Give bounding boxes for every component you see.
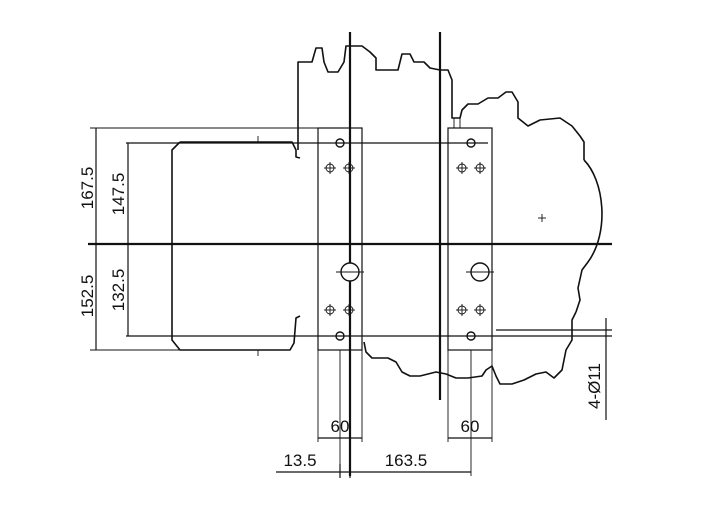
dim-right-plate-width: 60 bbox=[461, 417, 480, 436]
left-dimension-lines bbox=[90, 127, 318, 351]
dim-left-outer-height: 167.5 bbox=[78, 167, 97, 210]
dim-lower-outer-height: 152.5 bbox=[78, 275, 97, 318]
dim-left-plate-width: 60 bbox=[331, 417, 350, 436]
dim-left-inner-height: 147.5 bbox=[109, 173, 128, 216]
right-mounting-plate bbox=[447, 117, 494, 351]
bottom-dimension-lines bbox=[276, 350, 493, 478]
left-casing-outline bbox=[171, 136, 301, 356]
hole-callout-label: 4-Ø11 bbox=[585, 363, 604, 409]
dim-offset-left: 13.5 bbox=[283, 451, 316, 470]
hole-center-lines bbox=[126, 142, 612, 337]
dim-hole-spacing: 163.5 bbox=[385, 451, 428, 470]
vertical-reference-lines bbox=[348, 32, 442, 476]
dim-lower-inner-height: 132.5 bbox=[109, 269, 128, 312]
left-mounting-plate bbox=[317, 127, 364, 351]
body-center-mark bbox=[538, 214, 546, 222]
